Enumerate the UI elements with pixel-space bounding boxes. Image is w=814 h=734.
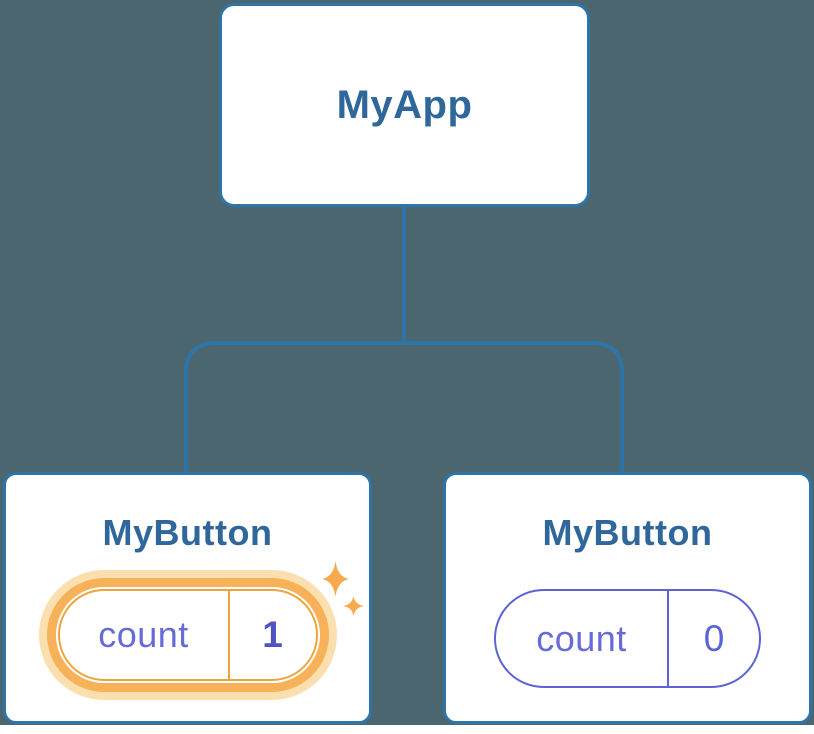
pill-divider	[667, 591, 669, 687]
state-key: count	[98, 614, 189, 656]
children-bracket-line	[184, 341, 624, 475]
sparkle-icon	[322, 561, 349, 597]
state-pill: count 0	[494, 589, 761, 689]
state-value: 0	[703, 617, 725, 659]
node-myapp: MyApp	[219, 3, 590, 207]
sparkle-icon	[343, 596, 364, 616]
node-mybutton-unchanged: MyButton count 0	[443, 472, 812, 724]
state-pill-row: count 0	[446, 589, 809, 689]
node-label: MyButton	[102, 512, 273, 553]
node-mybutton-updated: MyButton count 1	[3, 472, 372, 724]
state-value: 1	[262, 614, 283, 656]
state-pill-row: count 1	[6, 589, 369, 682]
pill-divider	[227, 591, 230, 680]
node-label: MyApp	[336, 82, 473, 127]
state-pill-highlighted: count 1	[57, 589, 318, 682]
state-key: count	[536, 617, 627, 659]
node-label: MyButton	[542, 512, 713, 553]
